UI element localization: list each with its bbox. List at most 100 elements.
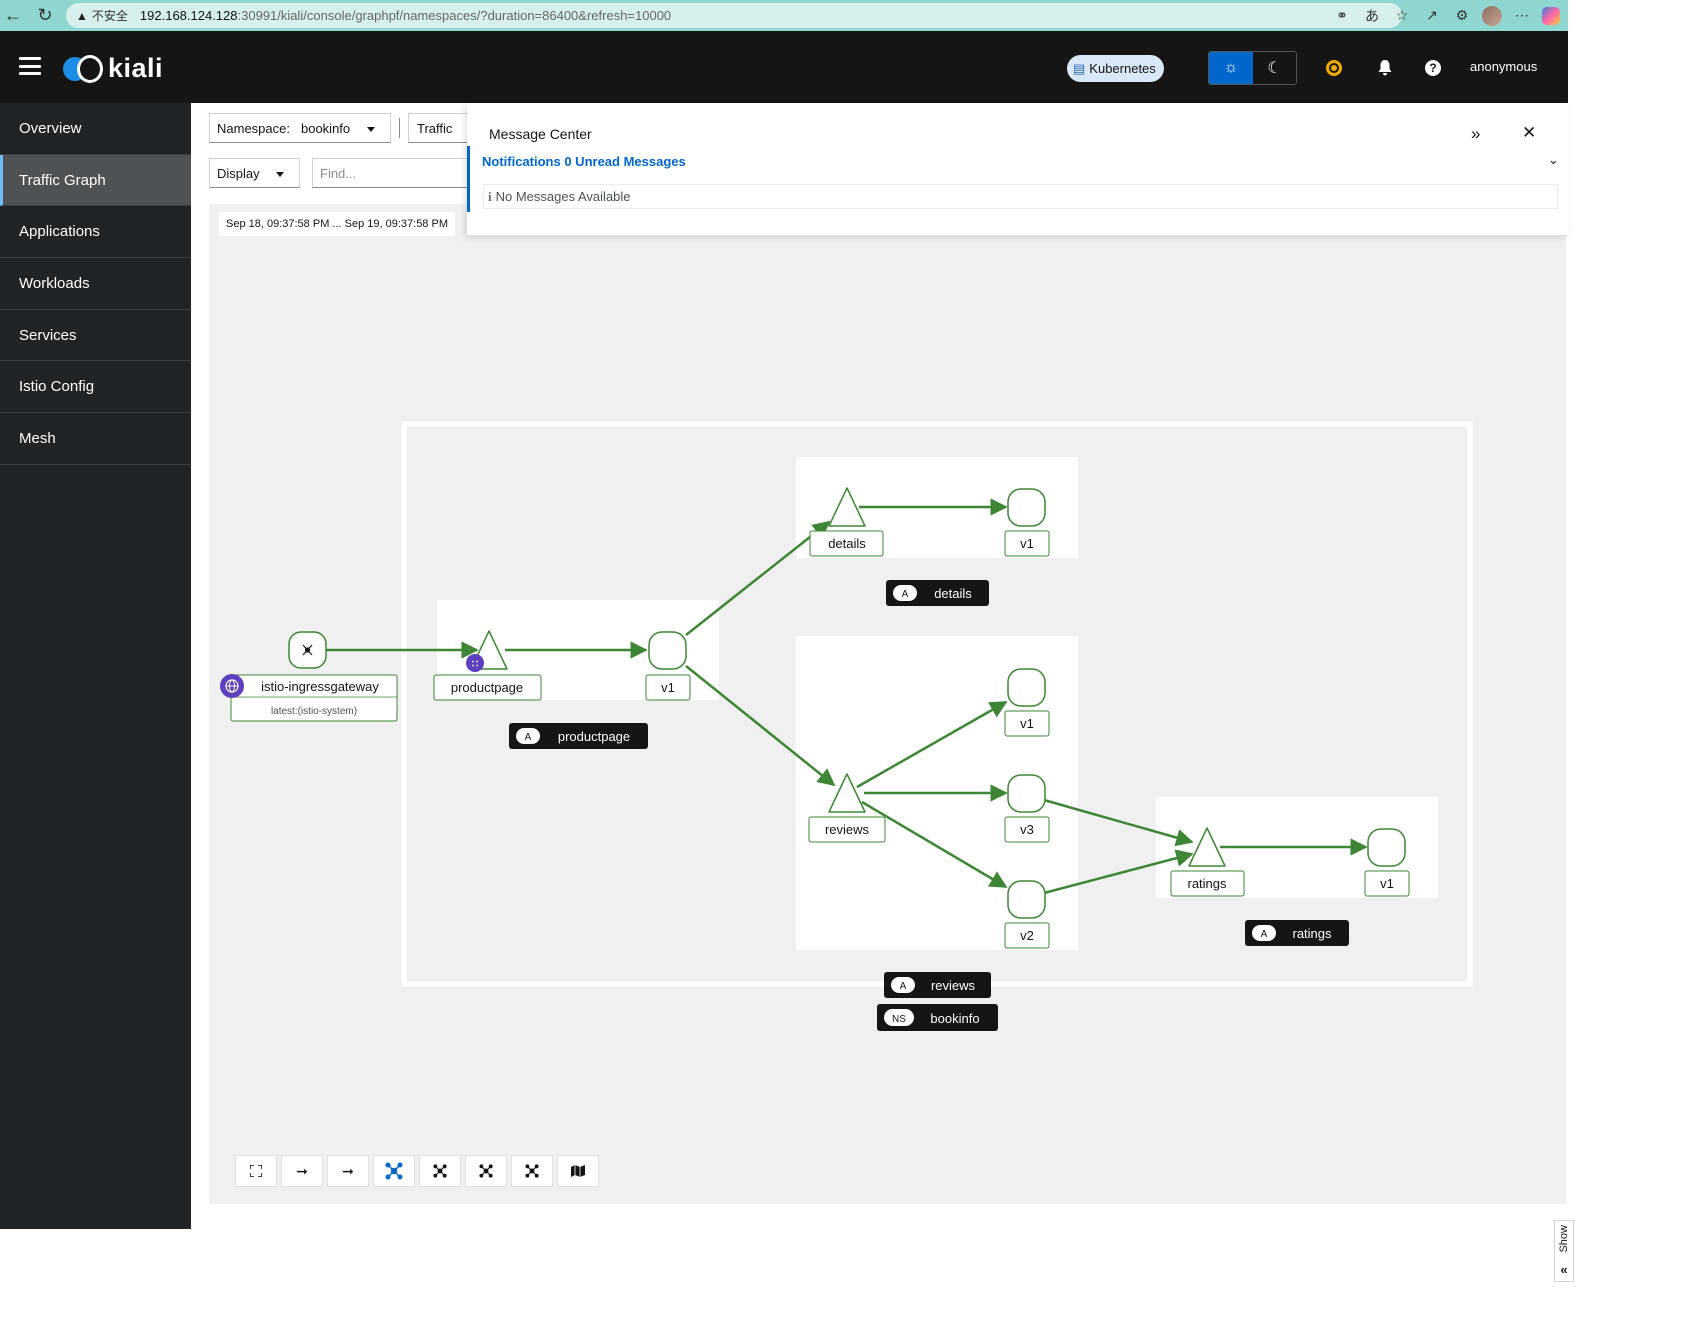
graph-toolbar-second: Display: [209, 158, 472, 188]
node-label: details: [828, 536, 866, 551]
sidebar-nav: Overview Traffic Graph Applications Work…: [0, 103, 191, 1229]
node-reviews-service[interactable]: reviews: [808, 773, 886, 843]
kiali-logo[interactable]: kiali: [63, 53, 163, 84]
node-reviews-v2[interactable]: v2: [1004, 880, 1050, 949]
app-badge: A: [525, 732, 532, 743]
favorite-star-icon[interactable]: ☆: [1395, 7, 1409, 23]
app-label-reviews[interactable]: A reviews: [884, 972, 991, 998]
show-legend-tab[interactable]: Show «: [1554, 1220, 1574, 1282]
edges: [326, 498, 1368, 895]
more-menu-icon[interactable]: ⋯: [1515, 7, 1529, 23]
node-ratings-v1[interactable]: v1: [1364, 828, 1410, 897]
app-label-details[interactable]: A details: [886, 580, 989, 606]
back-arrow-icon[interactable]: ←: [4, 4, 22, 25]
layout-breadthfirst-button[interactable]: [465, 1155, 507, 1187]
show-tab-label: Show: [1558, 1225, 1570, 1253]
edge-productpage-details[interactable]: [685, 520, 831, 636]
notifications-header[interactable]: Notifications 0 Unread Messages: [482, 154, 686, 169]
edge-v3-ratings[interactable]: [1043, 798, 1194, 847]
fit-to-screen-button[interactable]: [235, 1155, 277, 1187]
main-content: Namespace: bookinfo Traffic Display Sep …: [191, 103, 1574, 1282]
traffic-label: Traffic: [417, 120, 453, 136]
node-details-v1[interactable]: v1: [1004, 488, 1050, 557]
namespace-selector[interactable]: Namespace: bookinfo: [209, 113, 391, 143]
app-label-ratings[interactable]: A ratings: [1245, 920, 1349, 946]
node-label: istio-ingressgateway: [261, 679, 379, 694]
url-path: :30991/kiali/console/graphpf/namespaces/…: [237, 8, 672, 23]
logo-text: kiali: [108, 53, 164, 83]
node-istio-ingressgateway[interactable]: istio-ingressgateway latest:(istio-syste…: [220, 631, 398, 722]
empty-messages-text: No Messages Available: [495, 189, 631, 204]
layout-grid-button[interactable]: [511, 1155, 553, 1187]
namespace-label: Namespace:: [217, 120, 290, 136]
profile-avatar[interactable]: [1482, 5, 1502, 26]
istio-status-icon[interactable]: [1324, 58, 1344, 78]
info-icon: i: [488, 188, 492, 204]
light-theme-sun-icon[interactable]: ☼: [1209, 52, 1253, 84]
legend-button[interactable]: [557, 1155, 599, 1187]
help-icon[interactable]: ?: [1423, 58, 1443, 78]
find-input[interactable]: [312, 158, 472, 188]
node-label: v1: [661, 680, 675, 695]
sidebar-item-label: Overview: [19, 119, 82, 137]
share-icon[interactable]: ↗: [1426, 7, 1438, 23]
theme-toggle[interactable]: ☼ ☾: [1208, 51, 1297, 85]
reload-icon[interactable]: ↻: [37, 4, 53, 25]
node-label: v2: [1020, 928, 1034, 943]
user-menu[interactable]: anonymous: [1470, 59, 1538, 74]
node-sublabel: latest:(istio-system): [271, 706, 357, 717]
insecure-label: 不安全: [91, 9, 128, 23]
sidebar-item-services[interactable]: Services: [0, 310, 191, 362]
close-icon[interactable]: ✕: [1522, 123, 1537, 142]
collapse-drawer-icon[interactable]: »: [1471, 124, 1481, 143]
namespace-label-bookinfo[interactable]: NS bookinfo: [877, 1004, 998, 1031]
traffic-graph[interactable]: istio-ingressgateway latest:(istio-syste…: [209, 204, 1566, 1204]
node-productpage-v1[interactable]: v1: [645, 631, 691, 701]
read-aloud-icon[interactable]: ⚭: [1336, 7, 1348, 23]
dark-theme-moon-icon[interactable]: ☾: [1253, 52, 1296, 84]
sidebar-item-overview[interactable]: Overview: [0, 103, 191, 155]
chevron-down-icon[interactable]: ⌄: [1548, 152, 1559, 167]
hamburger-menu-icon[interactable]: [19, 57, 41, 75]
node-label: productpage: [451, 680, 523, 695]
graph-layout-toolbar: ➞ ➞: [235, 1155, 599, 1187]
node-productpage-service[interactable]: ∷ productpage: [433, 630, 542, 701]
double-chevron-left-icon: «: [1560, 1262, 1568, 1277]
layout-horizontal-button[interactable]: ➞: [327, 1155, 369, 1187]
sidebar-item-traffic-graph[interactable]: Traffic Graph: [0, 154, 191, 207]
sidebar-item-istio-config[interactable]: Istio Config: [0, 361, 191, 414]
browser-actions: ⚭ あ ☆ ↗ ⚙ ⋯: [1332, 0, 1568, 31]
app-label: ratings: [1292, 926, 1332, 941]
sidebar-item-label: Applications: [19, 223, 100, 241]
edge-reviews-v2[interactable]: [861, 800, 1008, 889]
copilot-icon[interactable]: [1542, 6, 1560, 25]
time-range-label: Sep 18, 09:37:58 PM ... Sep 19, 09:37:58…: [219, 212, 455, 236]
translate-icon[interactable]: あ: [1365, 7, 1379, 24]
arrow-right-icon: ➞: [342, 1162, 354, 1179]
graph-canvas[interactable]: Sep 18, 09:37:58 PM ... Sep 19, 09:37:58…: [209, 204, 1574, 1282]
sidebar-item-applications[interactable]: Applications: [0, 206, 191, 259]
gateway-globe-icon: [220, 674, 244, 698]
app-label-productpage[interactable]: A productpage: [509, 723, 648, 749]
node-ratings-service[interactable]: ratings: [1170, 827, 1245, 897]
node-details-service[interactable]: details: [809, 487, 884, 557]
namespace-value: bookinfo: [300, 120, 351, 136]
sidebar-item-workloads[interactable]: Workloads: [0, 258, 191, 310]
node-reviews-v3[interactable]: v3: [1004, 774, 1050, 843]
layout-default-button[interactable]: ➞: [281, 1155, 323, 1187]
display-dropdown[interactable]: Display: [209, 158, 300, 188]
edge-reviews-v1[interactable]: [856, 700, 1008, 789]
sidebar-item-mesh[interactable]: Mesh: [0, 413, 191, 465]
edge-productpage-reviews[interactable]: [685, 665, 836, 787]
address-bar[interactable]: ▲ 不安全 192.168.124.128:30991/kiali/consol…: [66, 3, 1402, 28]
extensions-icon[interactable]: ⚙: [1455, 7, 1469, 23]
namespace-label: bookinfo: [930, 1011, 979, 1026]
notification-bell-icon[interactable]: [1375, 58, 1395, 78]
node-reviews-v1[interactable]: v1: [1004, 668, 1050, 737]
cluster-badge-label: Kubernetes: [1089, 61, 1156, 76]
cluster-badge[interactable]: ▤ Kubernetes: [1067, 55, 1164, 82]
layout-dagre-button[interactable]: [373, 1155, 415, 1187]
edge-v2-ratings[interactable]: [1043, 849, 1194, 895]
layout-cose-button[interactable]: [419, 1155, 461, 1187]
masthead: kiali ▤ Kubernetes ☼ ☾ ? anonymous: [0, 31, 1568, 103]
